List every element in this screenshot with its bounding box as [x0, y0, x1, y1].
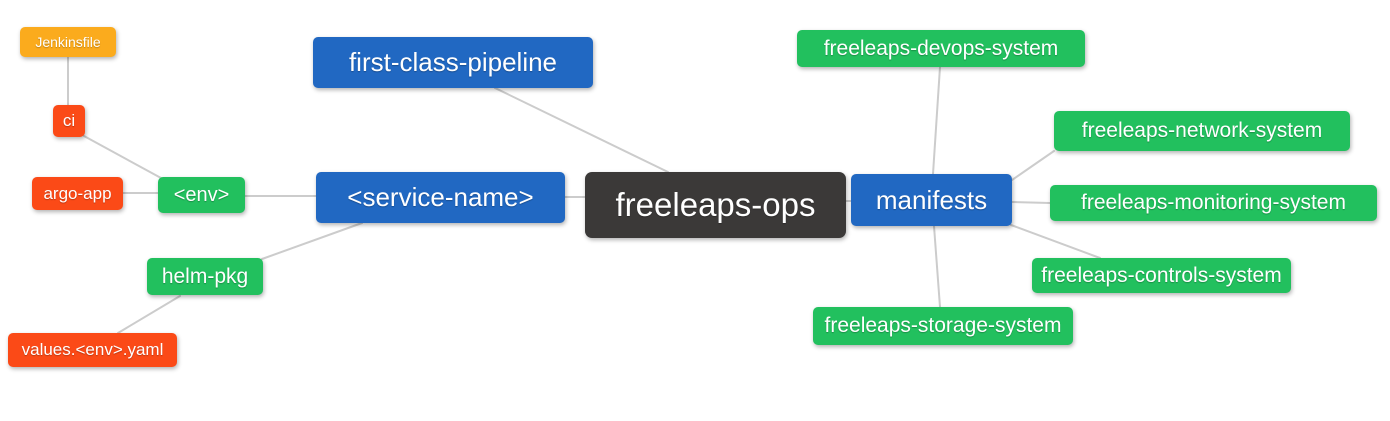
node-service-name[interactable]: <service-name> [316, 172, 565, 223]
node-argo-app[interactable]: argo-app [32, 177, 123, 210]
node-freeleaps-network-system[interactable]: freeleaps-network-system [1054, 111, 1350, 151]
edge-service-name-helm-pkg [261, 222, 363, 260]
node-values-env-yaml[interactable]: values.<env>.yaml [8, 333, 177, 367]
edge-env-ci [83, 135, 162, 179]
node-freeleaps-devops-system[interactable]: freeleaps-devops-system [797, 30, 1085, 67]
node-freeleaps-ops[interactable]: freeleaps-ops [585, 172, 846, 238]
edge-manifests-storage-system [933, 225, 941, 308]
node-freeleaps-monitoring-system[interactable]: freeleaps-monitoring-system [1050, 185, 1377, 221]
node-jenkinsfile[interactable]: Jenkinsfile [20, 27, 116, 57]
node-ci[interactable]: ci [53, 105, 85, 137]
edge-helm-pkg-values-env-yaml [117, 295, 181, 334]
edge-manifests-controls-system [1010, 224, 1101, 259]
node-helm-pkg[interactable]: helm-pkg [147, 258, 263, 295]
node-freeleaps-storage-system[interactable]: freeleaps-storage-system [813, 307, 1073, 345]
edge-ops-first-class-pipeline [494, 87, 669, 173]
node-env[interactable]: <env> [158, 177, 245, 213]
edge-manifests-monitoring-system [1011, 201, 1051, 204]
node-freeleaps-controls-system[interactable]: freeleaps-controls-system [1032, 258, 1291, 293]
edge-manifests-devops-system [932, 66, 941, 175]
node-first-class-pipeline[interactable]: first-class-pipeline [313, 37, 593, 88]
edge-manifests-network-system [1011, 150, 1055, 181]
node-manifests[interactable]: manifests [851, 174, 1012, 226]
